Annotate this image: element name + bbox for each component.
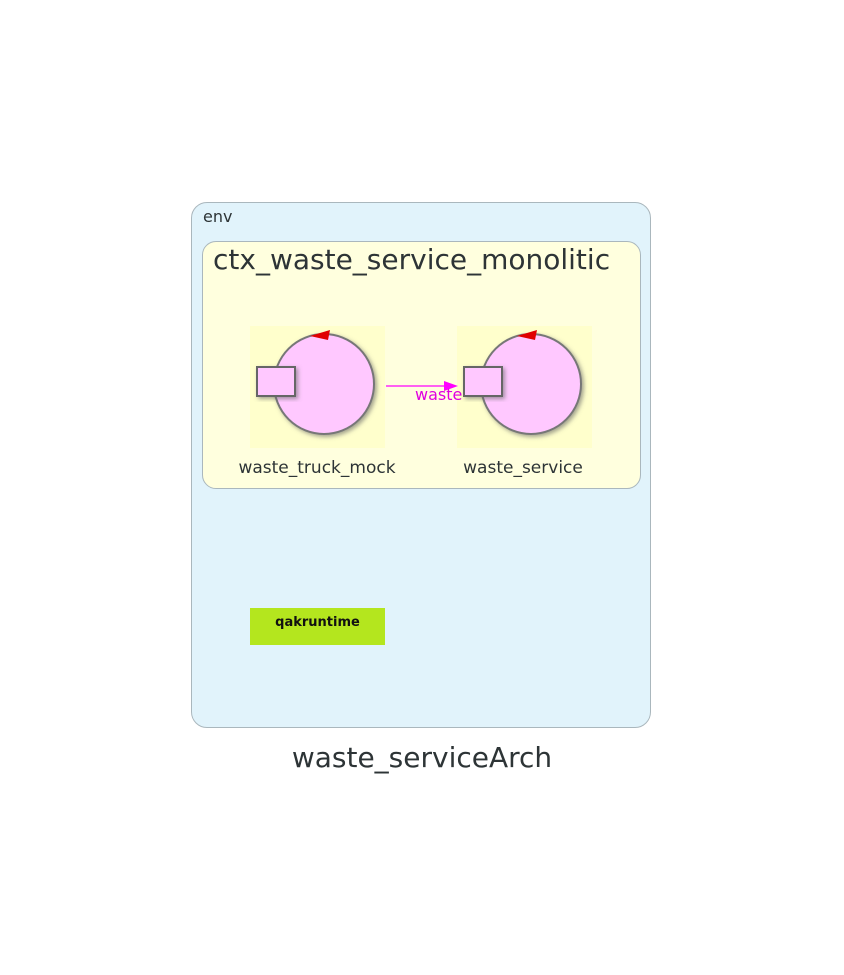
context-label: ctx_waste_service_monolitic: [213, 243, 611, 276]
runtime-node: qakruntime: [250, 608, 385, 645]
actor-label: waste_truck_mock: [238, 458, 396, 478]
actor-icon-waste-service: [457, 326, 592, 448]
env-label: env: [203, 207, 233, 226]
edge-label: waste: [415, 385, 463, 404]
diagram-title: waste_serviceArch: [291, 741, 553, 774]
actor-icon-waste-truck-mock: [250, 326, 385, 448]
actor-label: waste_service: [463, 458, 583, 478]
